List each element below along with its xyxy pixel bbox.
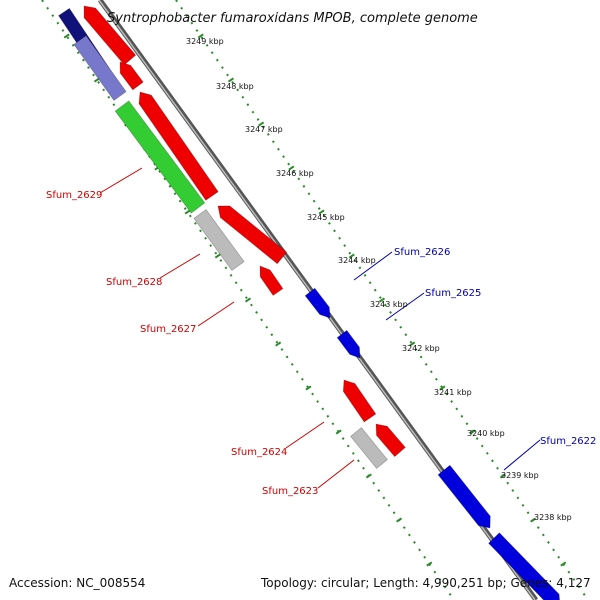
gene-feature-forward[interactable] — [304, 287, 331, 319]
callout-line — [197, 301, 235, 327]
inner-ruler-ticks — [63, 33, 433, 567]
gene-label-sfum-2624[interactable]: Sfum_2624 — [231, 447, 287, 458]
gene-feature-pseudo[interactable] — [193, 209, 245, 271]
ruler-tick — [258, 121, 265, 127]
tick-label-3243: 3243 kbp — [370, 300, 408, 309]
gene-labels: Sfum_2629 Sfum_2628 Sfum_2627 Sfum_2624 … — [46, 190, 596, 497]
gene-feature-reverse[interactable] — [119, 61, 144, 91]
ruler-tick — [197, 33, 204, 39]
ruler-tick — [499, 473, 506, 479]
ruler-tick — [227, 77, 234, 83]
gene-label-sfum-2622[interactable]: Sfum_2622 — [540, 436, 596, 447]
ruler-tick — [469, 429, 476, 435]
callout-line — [503, 439, 541, 471]
ruler-tick — [378, 297, 386, 303]
ruler-tick — [184, 209, 191, 215]
ruler-tick — [560, 561, 567, 567]
callout-line — [159, 253, 201, 279]
gene-feature-rna[interactable] — [114, 100, 206, 214]
tick-label-3245: 3245 kbp — [307, 213, 345, 222]
accession-text: Accession: NC_008554 — [9, 576, 145, 590]
ruler-tick — [426, 561, 433, 567]
callout-line — [285, 421, 325, 449]
ruler-tick — [288, 165, 295, 171]
gene-feature-reverse[interactable] — [217, 205, 288, 265]
ruler-tick — [396, 517, 403, 523]
gene-feature-reverse[interactable] — [83, 5, 137, 66]
gene-feature-forward[interactable] — [488, 532, 560, 600]
tick-label-3240: 3240 kbp — [467, 429, 505, 438]
gene-feature-reverse[interactable] — [138, 91, 219, 201]
tick-label-3239: 3239 kbp — [501, 471, 539, 480]
gene-label-sfum-2628[interactable]: Sfum_2628 — [106, 277, 162, 288]
ruler-tick — [305, 385, 312, 391]
tick-label-3248: 3248 kbp — [216, 82, 254, 91]
gene-feature-pseudo[interactable] — [350, 427, 388, 469]
tick-label-3246: 3246 kbp — [276, 169, 314, 178]
gene-feature-other[interactable] — [73, 35, 127, 101]
ruler-tick — [409, 341, 416, 347]
topology-text: Topology: circular; Length: 4,990,251 bp… — [260, 576, 591, 590]
tick-label-3241: 3241 kbp — [434, 388, 472, 397]
ruler-tick — [365, 473, 372, 479]
ruler-tick — [530, 517, 537, 523]
ruler-tick — [214, 253, 221, 259]
gene-label-sfum-2623[interactable]: Sfum_2623 — [262, 486, 318, 497]
tick-label-3247: 3247 kbp — [245, 125, 283, 134]
ruler-tick-labels: 3249 kbp 3248 kbp 3247 kbp 3246 kbp 3245… — [186, 37, 572, 522]
gene-feature-forward[interactable] — [336, 329, 361, 359]
callout-line — [353, 251, 393, 281]
gene-feature-forward[interactable] — [437, 464, 491, 529]
ruler-tick — [318, 209, 325, 215]
ruler-tick — [244, 297, 252, 303]
callout-line — [99, 167, 143, 194]
gene-features — [58, 5, 560, 600]
callout-line — [385, 292, 425, 321]
ruler-tick — [439, 385, 446, 391]
gene-feature-reverse[interactable] — [375, 423, 406, 458]
gene-callouts — [99, 167, 541, 489]
outer-ruler-ticks — [197, 33, 567, 567]
callout-line — [317, 459, 355, 489]
ruler-tick — [335, 429, 342, 435]
gene-label-sfum-2626[interactable]: Sfum_2626 — [394, 247, 450, 258]
tick-label-3244: 3244 kbp — [338, 256, 376, 265]
gene-label-sfum-2629[interactable]: Sfum_2629 — [46, 190, 102, 201]
ruler-tick — [348, 253, 355, 259]
gene-label-sfum-2625[interactable]: Sfum_2625 — [425, 288, 481, 299]
tick-label-3249: 3249 kbp — [186, 37, 224, 46]
ruler-tick — [63, 33, 70, 39]
tick-label-3242: 3242 kbp — [402, 344, 440, 353]
gene-feature-reverse[interactable] — [259, 265, 284, 296]
gene-label-sfum-2627[interactable]: Sfum_2627 — [140, 324, 196, 335]
tick-label-3238: 3238 kbp — [534, 513, 572, 522]
ruler-tick — [275, 341, 282, 347]
genome-title: Syntrophobacter fumaroxidans MPOB, compl… — [107, 11, 478, 26]
gene-feature-reverse[interactable] — [342, 379, 377, 423]
